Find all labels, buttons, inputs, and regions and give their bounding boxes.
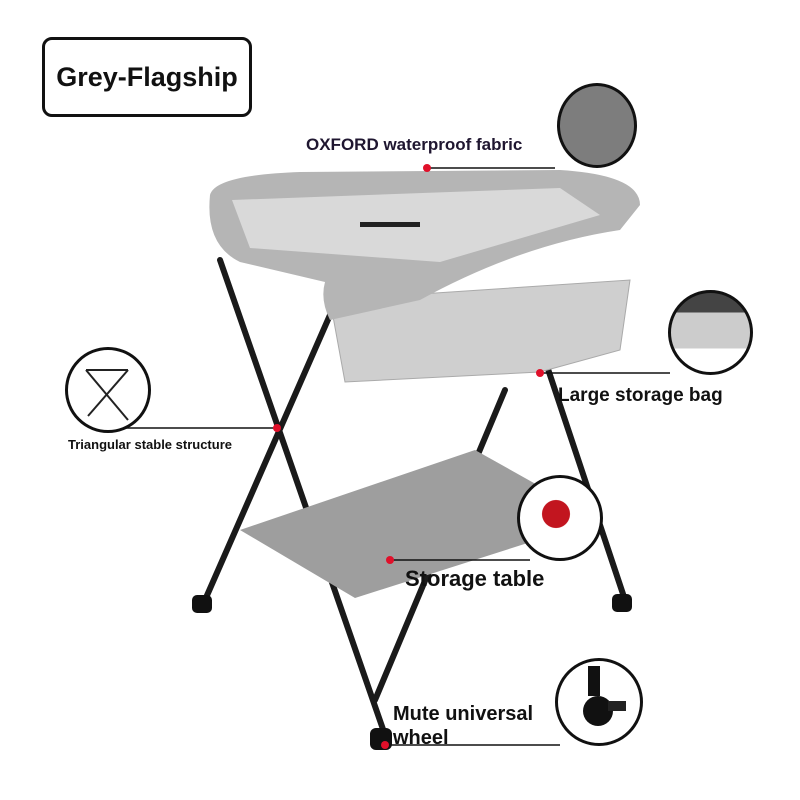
- storage-table-label: Storage table: [405, 566, 545, 591]
- fabric-label: OXFORD waterproof fabric: [306, 135, 523, 154]
- caster-wheel-icon: [555, 658, 643, 746]
- storage-shelf: [240, 450, 600, 598]
- structure-label: Triangular stable structure: [68, 437, 232, 452]
- variant-title: Grey-Flagship: [42, 37, 252, 117]
- folding-frame-icon: [65, 347, 151, 433]
- wheel-label-line1: Mute universal: [393, 703, 534, 725]
- storage-bag: [329, 279, 631, 383]
- storage-bag-detail-icon: [668, 290, 753, 375]
- storage-bag-label: Large storage bag: [558, 385, 723, 406]
- shelf-toys-icon: [517, 475, 603, 561]
- callout-markers: [273, 164, 544, 749]
- fabric-swatch-icon: [557, 83, 637, 168]
- wheel-label-line2: wheel: [393, 727, 449, 749]
